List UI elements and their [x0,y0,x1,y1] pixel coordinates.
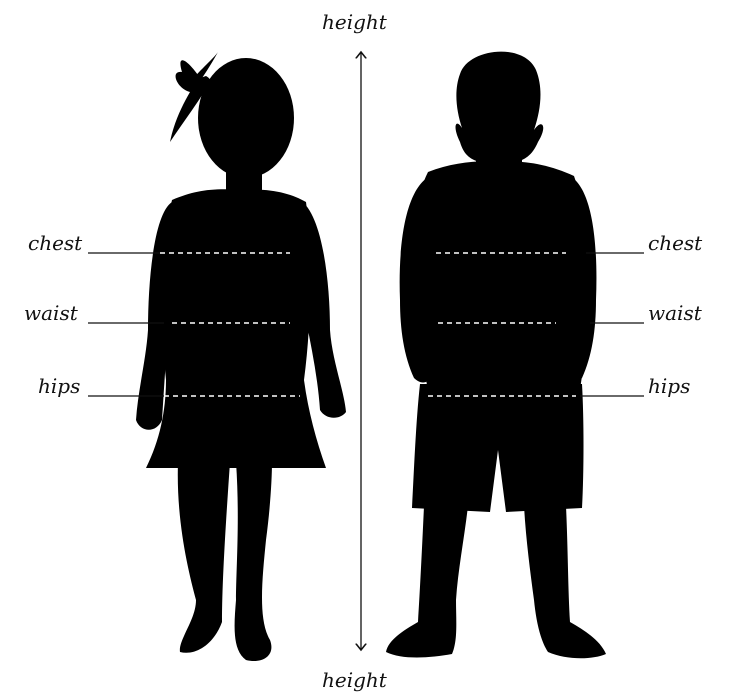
girl-waist-label: waist [24,303,78,323]
boy-hips-label: hips [648,376,690,396]
height-label-bottom: height [322,670,387,690]
girl-silhouette [136,52,346,661]
boy-waist-label: waist [648,303,702,323]
girl-chest-label: chest [28,233,82,253]
boy-silhouette [386,52,606,659]
height-label-top: height [322,12,387,32]
boy-chest-label: chest [648,233,702,253]
girl-hips-label: hips [38,376,80,396]
